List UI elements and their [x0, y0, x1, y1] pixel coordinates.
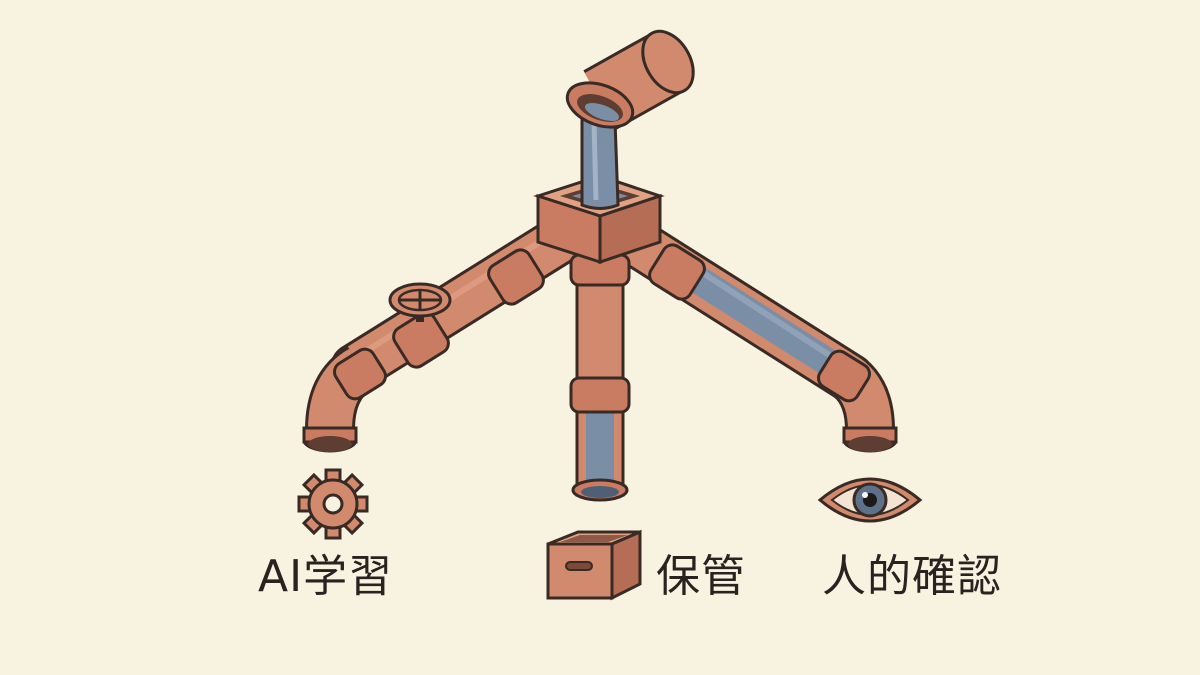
- eye-icon: [817, 477, 923, 523]
- water-stream: [580, 113, 620, 210]
- label-ai-learning: AI学習: [258, 551, 394, 602]
- gear-icon: [297, 468, 369, 540]
- box-icon: [546, 529, 642, 601]
- inlet-pipe: [565, 29, 695, 130]
- right-pipe: [615, 220, 898, 453]
- label-human-review: 人的確認: [822, 551, 1002, 602]
- center-pipe: [569, 253, 631, 502]
- label-storage: 保管: [656, 551, 746, 602]
- left-pipe: [302, 215, 585, 453]
